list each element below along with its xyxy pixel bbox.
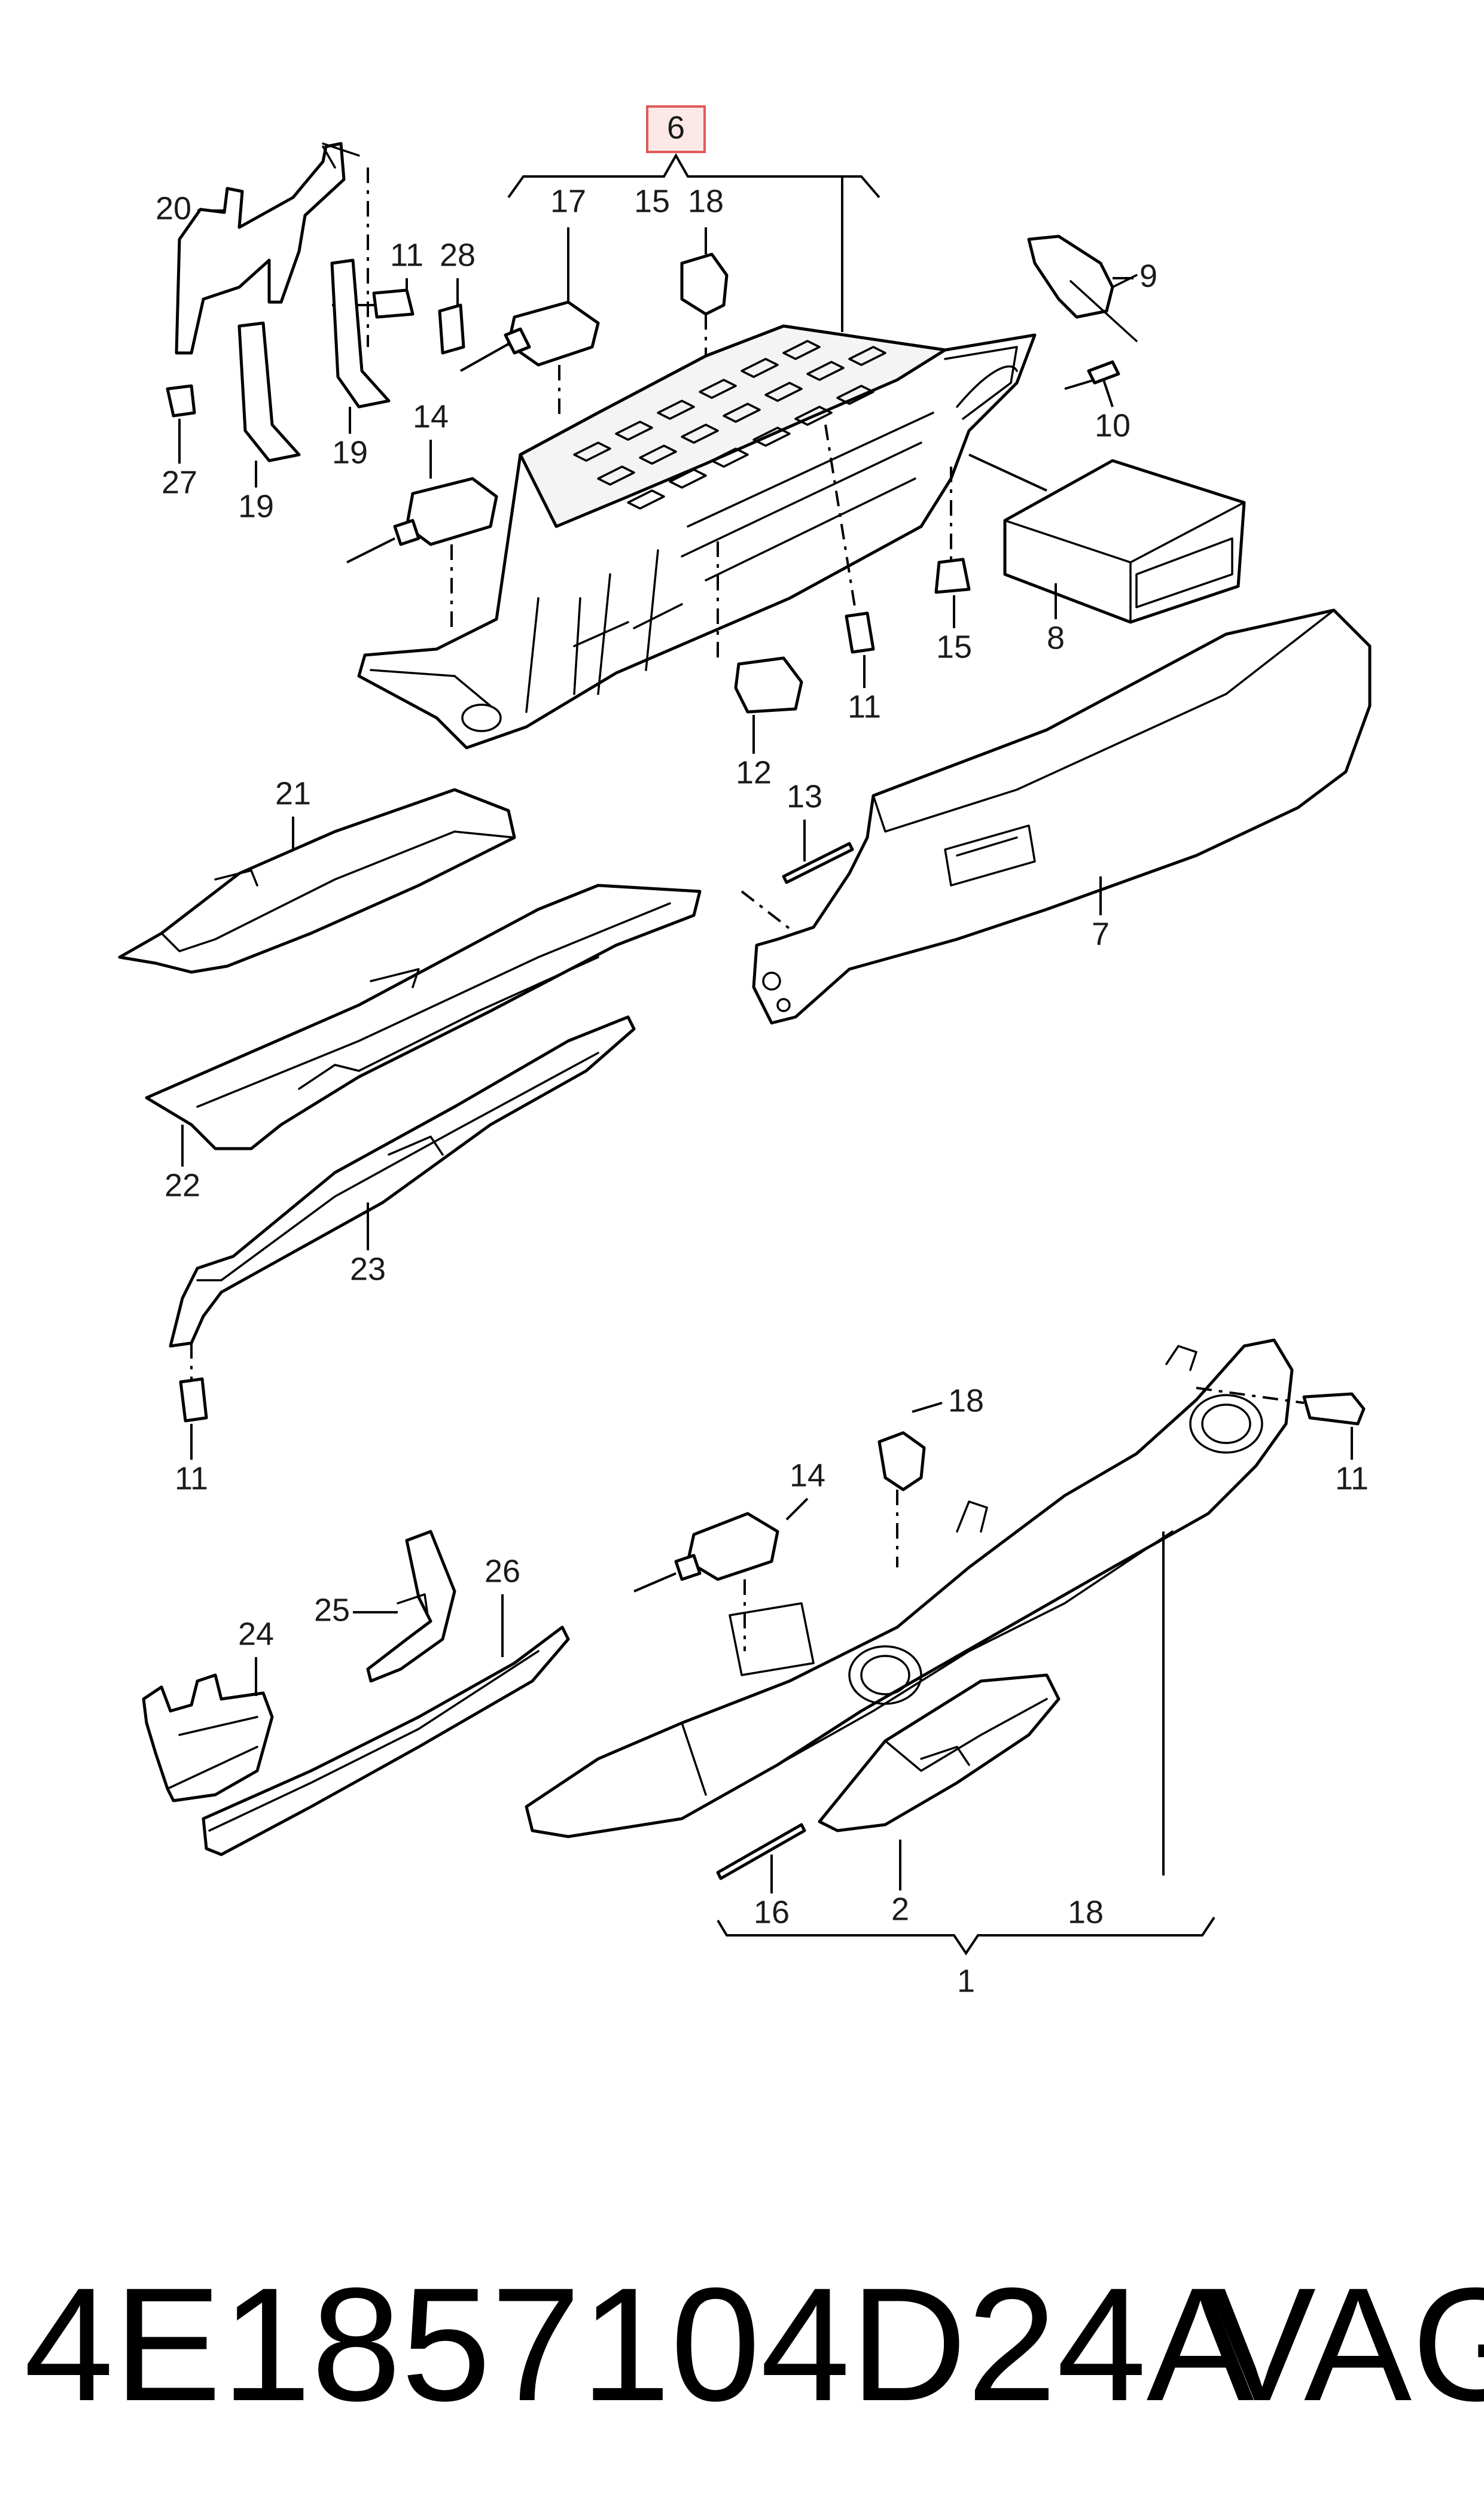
screw-11c [179,1377,208,1423]
screw-11b-group: 11 [824,424,881,724]
module-14a-group: 14 [346,398,498,628]
callout-28: 28 [440,237,476,273]
callout-19b: 19 [332,434,368,470]
callout-6: 6 [667,109,685,145]
glovebox-housing-group: 6 17 15 18 [357,105,1037,750]
callout-11a: 11 [390,237,423,273]
part-number: 4E1857104D24A [24,2255,1254,2435]
callout-11d: 11 [1335,1460,1369,1496]
callout-8: 8 [1047,620,1065,656]
callout-18a: 18 [688,183,724,219]
screw-11d [1302,1392,1366,1426]
strip-26 [202,1625,570,1856]
trim-19b [330,258,391,409]
callout-14b: 14 [790,1457,825,1493]
brand-label: VAG [1208,2255,1484,2435]
callout-18b: 18 [948,1383,984,1418]
glovebox-assembly-group: 11 18 14 2 16 18 1 [525,1338,1369,1999]
callout-14a: 14 [413,398,449,434]
bracket-6 [507,153,880,199]
module-14b [686,1512,779,1581]
callout-12: 12 [736,754,772,790]
glovebox-lid-7 [752,608,1372,1025]
clip-27 [166,384,196,418]
callout-24: 24 [238,1616,274,1652]
cover-21 [118,788,516,974]
highlight-box-6 [646,105,706,153]
strip-23 [169,1015,636,1348]
callout-10: 10 [1095,407,1130,443]
glovebox-shell [525,1338,1294,1838]
callout-26: 26 [484,1553,520,1589]
callout-7: 7 [1092,916,1110,952]
bracket-20 [175,142,346,355]
callout-2: 2 [891,1891,909,1927]
switch-12-group: 12 [717,541,803,790]
callout-11c: 11 [175,1460,208,1496]
screw-10 [1087,360,1120,385]
callout-13: 13 [787,778,822,814]
cover-21-group: 21 [118,775,516,974]
callout-15a: 15 [634,183,670,219]
callout-15b: 15 [936,629,972,665]
pin-13 [782,842,854,884]
bracket-25 [366,1530,456,1683]
clip-28 [438,303,465,355]
bracket-group: 20 11 28 19 19 27 [156,142,476,524]
switch-12 [734,656,803,714]
glovebox-housing [357,324,1037,750]
callout-25: 25 [314,1592,350,1628]
clip-15b-group: 15 [934,467,972,665]
glovebox-lid-7-group: 7 13 [741,608,1372,1025]
strip-23-group: 23 11 [169,1015,636,1496]
callout-16: 16 [754,1894,790,1930]
callout-23: 23 [350,1251,386,1287]
panel-22-group: 22 [145,884,702,1203]
module-14a [405,477,498,546]
storage-tray-8 [1003,459,1246,624]
callout-1: 1 [957,1963,975,1999]
trim-19a [237,321,301,462]
callout-21: 21 [275,775,311,811]
callout-9: 9 [1139,258,1157,294]
callout-20: 20 [156,190,191,226]
latch-9 [1027,235,1114,319]
callout-18c: 18 [1068,1894,1104,1930]
clip-18b [877,1431,926,1491]
screw-11b [845,611,875,654]
bracket-24 [142,1673,274,1803]
clip-15b [934,558,971,594]
callout-11b: 11 [848,689,881,724]
lower-trim-group: 26 25 24 [142,1530,570,1856]
part-number-footer: 4E1857104D24A VAG [24,2255,1484,2435]
housing-rib-grid [573,340,886,510]
clip-18a [680,252,729,316]
callout-19a: 19 [238,488,274,524]
callout-22: 22 [164,1167,200,1203]
bracket-1 [717,1916,1215,1956]
screw-11a [372,288,415,319]
tray-8-group: 8 [968,453,1246,656]
callout-27: 27 [161,464,197,500]
handle-9-group: 9 10 [1027,235,1157,443]
callout-17: 17 [550,183,586,219]
pin-16 [716,1823,806,1880]
